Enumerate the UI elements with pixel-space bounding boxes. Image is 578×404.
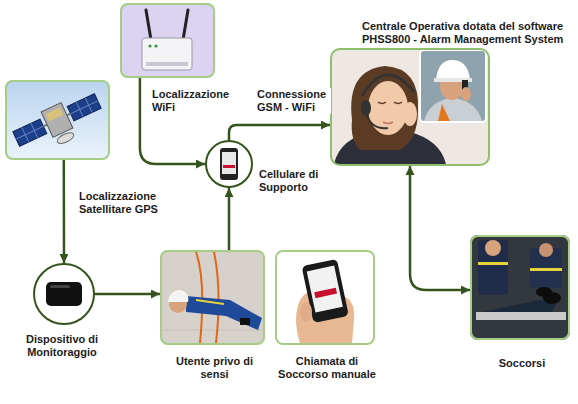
manual-call-box: Chiamata di Soccorso manuale xyxy=(275,250,375,345)
operator-photo-part xyxy=(461,87,471,101)
node-label: Dispositivo di Monitoraggio xyxy=(7,333,117,359)
connector xyxy=(95,293,160,296)
satellite-picture-part-part xyxy=(41,103,73,138)
operator-photo-part xyxy=(424,98,482,121)
satellite-picture-part xyxy=(5,80,110,160)
device-picture-part xyxy=(50,285,70,288)
node-label: Localizzazione Satellitare GPS xyxy=(79,190,174,216)
satellite-picture-part-part xyxy=(46,108,64,122)
node-label: Centrale Operativa dotata del software P… xyxy=(362,20,572,46)
phone-picture-part xyxy=(206,141,252,187)
satellite-picture-part-part xyxy=(71,101,98,114)
node-label: Chiamata di Soccorso manuale xyxy=(277,355,377,381)
operator-photo-part xyxy=(362,75,414,96)
satellite-picture-part-part xyxy=(56,131,76,146)
router-picture-part xyxy=(154,44,157,47)
router-picture-part xyxy=(183,10,188,40)
router-picture-part xyxy=(146,62,188,66)
node-caption: Chiamata di Soccorso manuale xyxy=(277,355,377,381)
node-caption: Dispositivo di Monitoraggio xyxy=(7,333,117,359)
operator-photo-part xyxy=(351,66,418,150)
device-circle: Dispositivo di Monitoraggio xyxy=(33,263,95,325)
rescuers-box: Soccorsi xyxy=(470,235,570,340)
phone-picture-part xyxy=(220,148,238,180)
device-picture-part xyxy=(34,264,94,324)
user-box: Utente privo di sensi xyxy=(160,250,265,345)
router-picture-part xyxy=(146,10,151,40)
node-label: Localizzazione WiFi xyxy=(152,88,237,114)
node-label: Utente privo di sensi xyxy=(162,355,267,381)
connector xyxy=(229,125,330,140)
connector xyxy=(63,160,66,263)
manual-call-photo xyxy=(275,250,375,345)
operator-photo-part xyxy=(420,50,486,122)
node-caption: Utente privo di sensi xyxy=(162,355,267,381)
node-caption: Localizzazione Satellitare GPS xyxy=(79,190,174,216)
operator-photo-part xyxy=(361,100,371,116)
rescuers-photo-part xyxy=(478,240,508,295)
user-photo-part xyxy=(214,252,219,343)
operator-photo-part xyxy=(383,122,393,124)
wifi-router-box: Localizzazione WiFi xyxy=(120,3,215,78)
router-picture-part xyxy=(148,44,151,47)
user-photo-part xyxy=(196,300,224,304)
rescuers-photo-part xyxy=(476,312,566,320)
node-caption: Centrale Operativa dotata del software P… xyxy=(362,20,572,46)
device-picture-part xyxy=(46,282,82,306)
phone-picture-part xyxy=(223,165,235,168)
rescuers-photo-part xyxy=(478,262,508,265)
edge-label: Connessione GSM - WiFi xyxy=(255,88,331,114)
user-photo-part xyxy=(186,296,262,330)
rescuers-photo-part xyxy=(530,268,562,271)
rescuers-photo-part xyxy=(482,300,556,312)
router-picture-part xyxy=(142,38,192,70)
router-picture-part xyxy=(120,3,215,78)
manual-call-photo-part xyxy=(275,250,375,345)
satellite-box: Localizzazione Satellitare GPS xyxy=(5,80,110,160)
operations-center-box: Centrale Operativa dotata del software P… xyxy=(330,48,490,166)
satellite-picture-part-part xyxy=(13,119,47,146)
phone-circle: Cellulare di Supporto xyxy=(205,140,253,188)
satellite-picture xyxy=(5,80,110,161)
manual-call-photo-part xyxy=(300,302,312,322)
node-caption: Soccorsi xyxy=(472,357,572,370)
manual-call-photo-part-part xyxy=(314,288,337,298)
node-caption: Localizzazione WiFi xyxy=(152,88,237,114)
node-label: Soccorsi xyxy=(472,357,572,370)
operator-photo xyxy=(330,48,490,166)
operator-photo-part xyxy=(438,104,450,121)
router-picture xyxy=(120,3,215,78)
manual-call-photo-part-part xyxy=(307,266,343,313)
user-photo-part xyxy=(168,290,188,302)
operator-photo-part xyxy=(368,81,408,135)
rescuers-photo xyxy=(470,235,570,340)
operator-photo-part xyxy=(378,102,402,104)
rescuers-photo-part xyxy=(470,235,570,340)
user-photo xyxy=(160,250,265,345)
satellite-picture-part xyxy=(10,88,108,160)
satellite-picture-part-part xyxy=(16,126,43,139)
user-photo-part xyxy=(240,318,250,325)
device-picture xyxy=(34,264,94,324)
user-photo-part xyxy=(162,330,263,331)
phone-picture xyxy=(206,141,252,187)
operator-photo-part xyxy=(403,102,417,126)
operator-photo-part xyxy=(330,48,490,166)
node-label: Cellulare di Supporto xyxy=(259,168,321,194)
rescuers-photo-part xyxy=(485,240,501,256)
rescuers-photo-part xyxy=(539,243,553,257)
node-caption: Cellulare di Supporto xyxy=(259,168,321,194)
connector xyxy=(410,166,470,290)
operator-photo-part xyxy=(436,60,470,80)
satellite-picture-part-part xyxy=(67,94,101,121)
operator-photo-part xyxy=(366,114,388,128)
connector xyxy=(228,188,231,250)
phone-picture-part xyxy=(222,152,236,174)
rescuers-photo-part xyxy=(536,287,552,297)
user-photo-part xyxy=(160,250,265,345)
